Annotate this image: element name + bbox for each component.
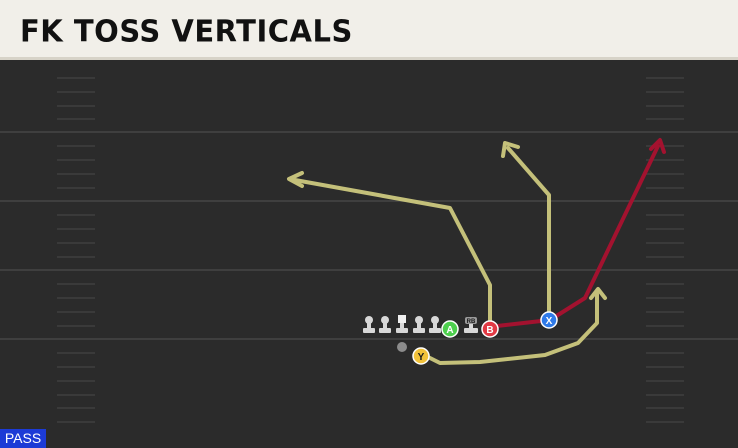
- route-a-post: [293, 178, 492, 327]
- player-x[interactable]: X: [540, 311, 558, 329]
- lineman-icon: [379, 316, 391, 333]
- player-a[interactable]: A: [441, 320, 459, 338]
- player-rb-label: RB: [467, 319, 476, 325]
- lineman-icon: [429, 316, 441, 333]
- hash-marks-right: [646, 77, 684, 423]
- offensive-line: [363, 315, 478, 333]
- lineman-icon: [363, 316, 375, 333]
- player-x-label: X: [546, 316, 553, 327]
- route-x-vertical: [506, 146, 551, 320]
- play-title: FK TOSS VERTICALS: [20, 13, 353, 49]
- player-y[interactable]: Y: [412, 347, 430, 365]
- quarterback-marker: [397, 342, 407, 352]
- route-y-wheel: [424, 292, 599, 365]
- route-y-arrowhead: [589, 287, 607, 300]
- player-a-label: A: [446, 325, 453, 336]
- play-field: RB A B X Y: [0, 77, 738, 423]
- player-y-label: Y: [418, 352, 425, 363]
- center-icon: [396, 315, 408, 333]
- player-b[interactable]: B: [481, 320, 499, 338]
- play-header: FK TOSS VERTICALS: [0, 0, 738, 60]
- route-b-vertical: [495, 144, 660, 328]
- route-a-arrowhead: [287, 171, 304, 188]
- hash-marks-left: [57, 77, 95, 423]
- yard-lines: [0, 131, 738, 340]
- tight-end-icon: [464, 317, 478, 333]
- route-b-arrowhead: [649, 138, 666, 154]
- play-type-badge: PASS: [0, 429, 46, 448]
- lineman-icon: [413, 316, 425, 333]
- route-x-arrowhead: [501, 141, 520, 158]
- player-b-label: B: [486, 325, 493, 336]
